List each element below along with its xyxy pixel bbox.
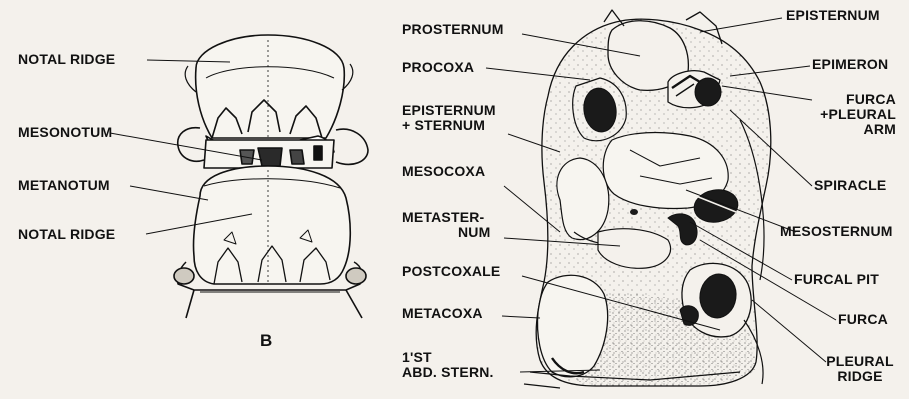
label-furca-pleural-line3: ARM [804, 122, 896, 137]
label-metacoxa: METACOXA [402, 306, 483, 321]
label-procoxa: PROCOXA [402, 60, 474, 75]
label-abd-stern: 1'ST ABD. STERN. [402, 350, 494, 380]
label-mesonotum: MESONOTUM [18, 125, 112, 140]
panel-letter-b: B [260, 332, 272, 350]
label-spiracle: SPIRACLE [814, 178, 886, 193]
metacoxa [538, 275, 608, 377]
label-furca-pleural-arm: FURCA +PLEURAL ARM [804, 92, 896, 137]
label-furca-pleural-line1: FURCA [804, 92, 896, 107]
panel-b-drawing [174, 35, 368, 318]
label-metasternum-line1: METASTER- [402, 210, 490, 225]
label-furca: FURCA [838, 312, 888, 327]
label-metasternum: METASTER- NUM [402, 210, 490, 240]
label-furcal-pit: FURCAL PIT [794, 272, 879, 287]
label-mesocoxa: MESOCOXA [402, 164, 485, 179]
label-episternum-sternum-line1: EPISTERNUM [402, 103, 496, 118]
label-epimeron: EPIMERON [812, 57, 888, 72]
label-mesosternum: MESOSTERNUM [780, 224, 893, 239]
label-pleural-ridge-line2: RIDGE [822, 369, 898, 384]
label-episternum-sternum: EPISTERNUM + STERNUM [402, 103, 496, 133]
label-pleural-ridge-line1: PLEURAL [822, 354, 898, 369]
label-metanotum: METANOTUM [18, 178, 110, 193]
label-metasternum-line2: NUM [402, 225, 490, 240]
label-abd-stern-line1: 1'ST [402, 350, 494, 365]
panel-ventral-drawing [524, 10, 771, 388]
label-notal-ridge-top: NOTAL RIDGE [18, 52, 115, 67]
label-abd-stern-line2: ABD. STERN. [402, 365, 494, 380]
label-episternum: EPISTERNUM [786, 8, 880, 23]
label-prosternum: PROSTERNUM [402, 22, 504, 37]
label-postcoxale: POSTCOXALE [402, 264, 500, 279]
mesonotum-lobe [196, 35, 345, 138]
label-furca-pleural-line2: +PLEURAL [804, 107, 896, 122]
label-episternum-sternum-line2: + STERNUM [402, 118, 496, 133]
label-notal-ridge-bottom: NOTAL RIDGE [18, 227, 115, 242]
label-pleural-ridge: PLEURAL RIDGE [822, 354, 898, 384]
